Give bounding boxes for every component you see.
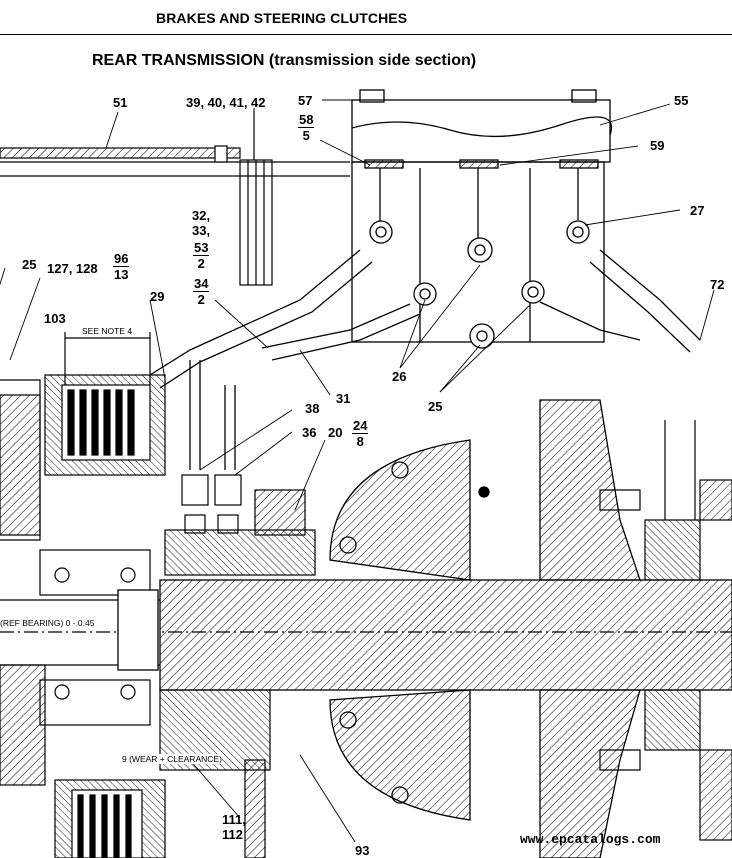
callout-29: 29: [150, 289, 165, 304]
brake-pack-103: [44, 332, 166, 476]
callout-20: 20: [328, 425, 343, 440]
callout-53-2: 53 2: [193, 240, 210, 271]
shaft-51: [0, 145, 350, 177]
callout-103: 103: [44, 311, 66, 326]
callout-36: 36: [302, 425, 317, 440]
callout-51: 51: [113, 95, 128, 110]
fraction-numerator: 34: [193, 276, 210, 292]
fraction-numerator: 58: [298, 112, 315, 128]
callout-57: 57: [298, 93, 313, 108]
callout-26: 26: [392, 369, 407, 384]
fraction-numerator: 53: [193, 240, 210, 256]
callout-59: 59: [650, 138, 665, 153]
fraction-numerator: 24: [352, 418, 369, 434]
callout-34-2: 34 2: [193, 276, 210, 307]
callout-32-33: 32, 33,: [192, 208, 211, 238]
callout-93: 93: [355, 843, 370, 858]
valve-block-55: [351, 89, 613, 343]
callout-24-8: 24 8: [352, 418, 369, 449]
callout-55: 55: [674, 93, 689, 108]
callout-25-left: 25: [22, 257, 37, 272]
callout-72: 72: [710, 277, 725, 292]
left-housing: [0, 379, 166, 858]
page-header-title: BRAKES AND STEERING CLUTCHES: [156, 10, 408, 26]
rod-39-42: [239, 110, 273, 286]
ref-bearing-note: (REF BEARING) 0 - 0.45: [0, 618, 95, 628]
callout-25-mid: 25: [428, 399, 443, 414]
see-note-4: SEE NOTE 4: [82, 326, 133, 336]
callout-39-42: 39, 40, 41, 42: [186, 95, 266, 110]
bevel-gear: [329, 399, 641, 858]
fraction-numerator: 96: [113, 251, 130, 267]
right-bearings: [599, 420, 732, 841]
callout-127-128: 127, 128: [47, 261, 98, 276]
fraction-denominator: 5: [302, 128, 310, 143]
header-divider: [0, 34, 732, 35]
fraction-denominator: 2: [197, 256, 205, 271]
callout-58-5: 58 5: [298, 112, 315, 143]
callout-38: 38: [305, 401, 320, 416]
callout-27: 27: [690, 203, 705, 218]
fittings: [369, 220, 590, 349]
callout-31: 31: [336, 391, 351, 406]
callout-96-13: 96 13: [113, 251, 130, 282]
callout-111-112: 111, 112: [222, 812, 246, 842]
wear-clearance-note: 9 (WEAR + CLEARANCE): [122, 754, 222, 764]
watermark: www.epcatalogs.com: [520, 832, 661, 847]
fraction-denominator: 2: [197, 292, 205, 307]
section-title: REAR TRANSMISSION (transmission side sec…: [92, 52, 477, 69]
fraction-denominator: 13: [114, 267, 129, 282]
main-shaft: [0, 579, 732, 691]
leader-lines: [0, 99, 715, 843]
fraction-denominator: 8: [356, 434, 364, 449]
